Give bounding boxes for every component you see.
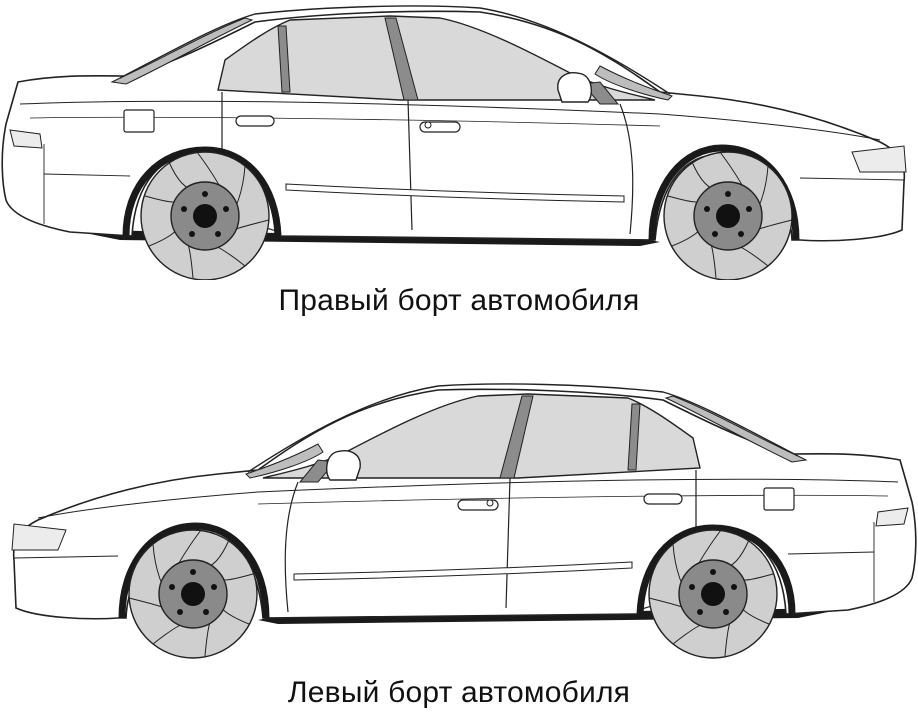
right-side-car-figure bbox=[0, 4, 918, 280]
left-side-rear-wheel bbox=[648, 529, 778, 659]
left-side-front-wheel bbox=[128, 529, 258, 659]
left-side-car-drawing bbox=[0, 378, 918, 659]
right-side-rear-wheel bbox=[140, 151, 270, 280]
right-side-car-drawing bbox=[0, 4, 918, 280]
left-side-caption: Левый борт автомобиля bbox=[287, 676, 631, 709]
right-side-caption: Правый борт автомобиля bbox=[278, 284, 640, 317]
right-side-front-wheel bbox=[663, 151, 793, 280]
left-side-car-figure bbox=[0, 378, 918, 664]
